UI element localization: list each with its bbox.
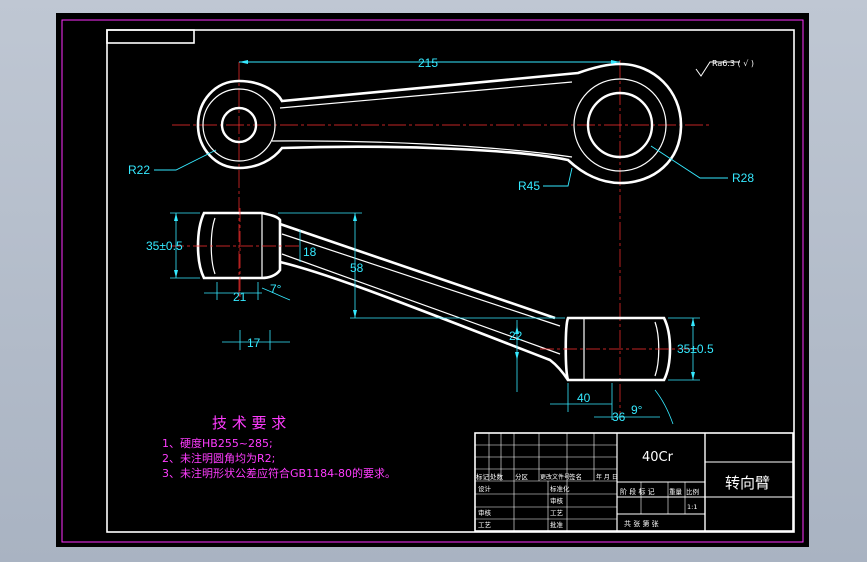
right-hub xyxy=(564,316,672,382)
tb-change-doc: 更改文件号 xyxy=(540,473,570,481)
side-arm-inner-edges xyxy=(281,233,561,355)
tb-mark: 标记 xyxy=(476,472,490,481)
arm-outline xyxy=(196,62,683,185)
dim-21: 21 xyxy=(233,290,247,304)
tb-process-2: 工艺 xyxy=(550,509,564,517)
dim-17: 17 xyxy=(247,336,261,350)
material-label: 40Cr xyxy=(642,450,674,465)
technical-requirements: 技 术 要 求 1、硬度HB255~285; 2、未注明圆角均为R2; 3、未注… xyxy=(162,414,396,480)
requirement-2: 2、未注明圆角均为R2; xyxy=(162,451,275,465)
requirement-1: 1、硬度HB255~285; xyxy=(162,436,273,450)
roughness-symbol: Ra6.3 ( √ ) xyxy=(712,59,754,68)
tb-approve: 批准 xyxy=(550,520,564,529)
tb-review-2: 审核 xyxy=(550,496,564,505)
arm-inner-edges xyxy=(271,81,573,158)
drawing-frame xyxy=(106,29,795,533)
sheet-trim-border xyxy=(61,19,804,543)
tb-stage: 阶 段 标 记 xyxy=(620,487,655,496)
right-boss-edge xyxy=(573,78,667,172)
cad-drawing: 215 R22 R28 R45 Ra6.3 ( √ ) xyxy=(61,19,804,543)
dim-36: 36 xyxy=(612,410,626,424)
dim-9deg: 9° xyxy=(631,403,643,417)
dim-r28: R28 xyxy=(732,171,754,185)
side-arm-outline xyxy=(279,222,570,381)
tb-sheets: 共 张 第 张 xyxy=(624,519,659,528)
tb-ratio: 比例 xyxy=(686,487,699,496)
drawing-sheet: 215 R22 R28 R45 Ra6.3 ( √ ) xyxy=(56,13,809,547)
left-boss-edge xyxy=(202,88,276,162)
dim-18: 18 xyxy=(303,245,317,259)
dim-r45: R45 xyxy=(518,179,540,193)
dim-58: 58 xyxy=(350,261,364,275)
tb-zone: 分区 xyxy=(515,472,529,481)
title-block: 40Cr 转向臂 标记 处数 分区 更改文件号 签名 年 月 日 设计 标准化 … xyxy=(474,432,794,532)
dim-r22: R22 xyxy=(128,163,150,177)
dim-40: 40 xyxy=(577,391,591,405)
part-title: 转向臂 xyxy=(725,474,770,492)
dim-35-left: 35±0.5 xyxy=(146,239,183,253)
dim-7deg: 7° xyxy=(270,282,282,296)
tb-design: 设计 xyxy=(478,484,492,493)
tb-date: 年 月 日 xyxy=(596,473,618,481)
tb-scale: 1:1 xyxy=(687,503,697,511)
tb-weight: 重量 xyxy=(669,488,683,496)
requirement-3: 3、未注明形状公差应符合GB1184-80的要求。 xyxy=(162,466,396,480)
tb-count: 处数 xyxy=(490,472,504,481)
left-bore xyxy=(220,106,258,144)
side-view: 35±0.5 18 58 21 7° 17 22 35±0.5 xyxy=(146,208,714,425)
code-box xyxy=(106,29,195,44)
tb-standard: 标准化 xyxy=(550,484,570,493)
tb-process: 工艺 xyxy=(478,521,492,529)
dim-35-right: 35±0.5 xyxy=(677,342,714,356)
top-view: 215 R22 R28 R45 Ra6.3 ( √ ) xyxy=(128,56,754,420)
tb-check: 审核 xyxy=(478,508,492,517)
dim-22: 22 xyxy=(509,329,523,343)
tb-sign: 签名 xyxy=(569,472,582,481)
right-bore xyxy=(586,91,654,159)
requirements-heading: 技 术 要 求 xyxy=(212,414,286,432)
left-hub xyxy=(196,211,282,280)
dim-215: 215 xyxy=(418,56,438,70)
